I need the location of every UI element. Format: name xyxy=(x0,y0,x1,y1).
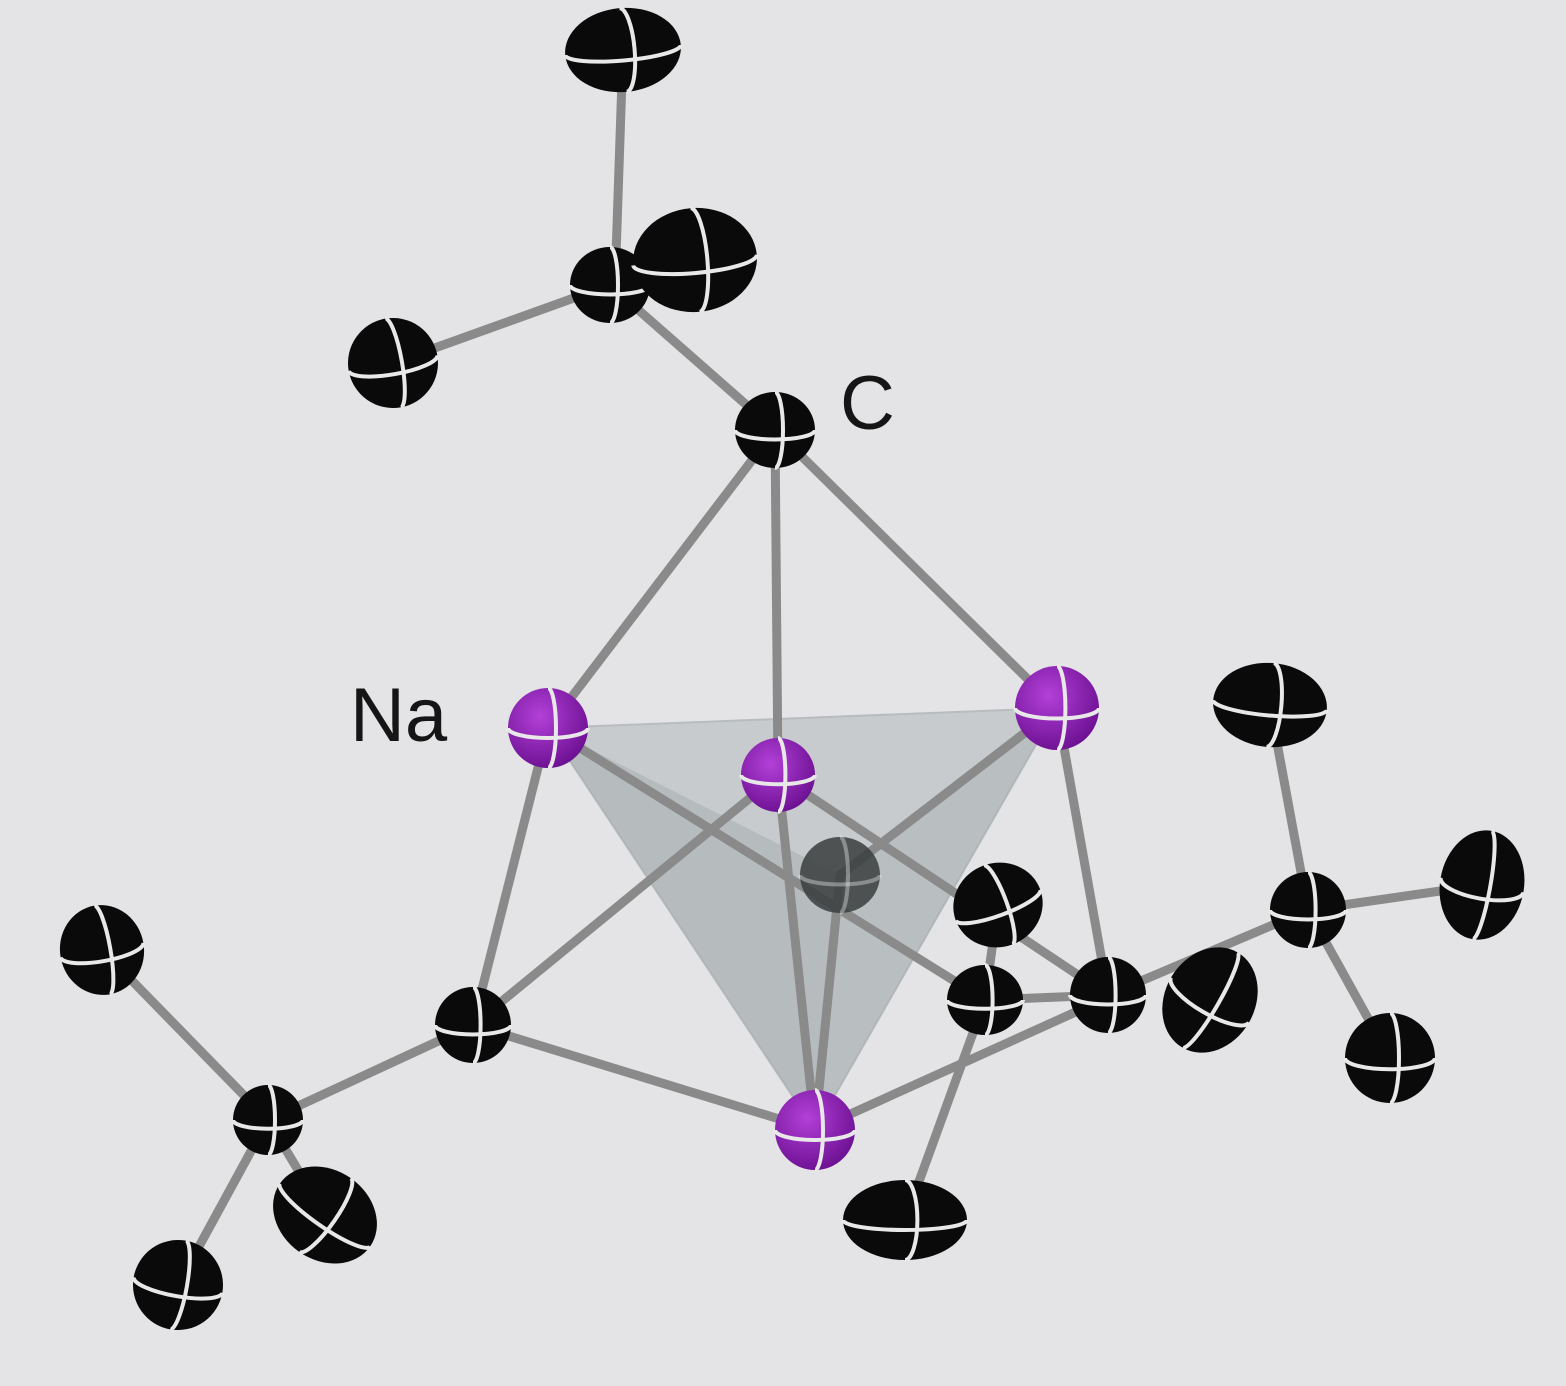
carbon-atom xyxy=(733,390,817,470)
carbon-atom xyxy=(631,206,759,314)
carbon-atom xyxy=(273,1166,377,1264)
carbon-atom xyxy=(1162,947,1258,1053)
carbon-atom xyxy=(1068,955,1148,1035)
carbon-atom xyxy=(841,1178,969,1262)
carbon-atom xyxy=(798,835,882,915)
carbon-atom xyxy=(346,316,440,410)
carbon-atom xyxy=(58,903,146,997)
sodium-atom xyxy=(773,1088,857,1172)
carbon-atom xyxy=(953,862,1043,948)
carbon-atom xyxy=(1268,870,1348,950)
carbon-atom xyxy=(131,1238,225,1332)
carbon-label: C xyxy=(840,361,895,446)
carbon-atom xyxy=(945,963,1025,1037)
carbon-atom xyxy=(568,245,652,325)
carbon-atom xyxy=(1343,1011,1437,1105)
carbon-atom xyxy=(563,6,683,94)
carbon-atom xyxy=(1211,661,1329,749)
sodium-atom xyxy=(1013,664,1101,752)
carbon-atom xyxy=(433,985,513,1065)
na4-tetrahedron xyxy=(546,706,1059,1132)
sodium-atom xyxy=(739,736,817,814)
sodium-label: Na xyxy=(350,673,448,758)
carbon-atom xyxy=(231,1083,305,1157)
carbon-atom xyxy=(1438,828,1526,942)
sodium-atom xyxy=(506,686,590,770)
